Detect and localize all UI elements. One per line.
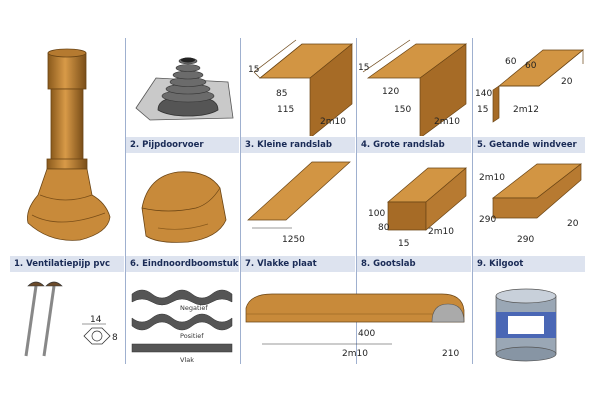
dim-label: 8 xyxy=(112,333,118,343)
dim-label: 2m10 xyxy=(320,117,346,127)
dim-label: 20 xyxy=(561,77,573,87)
kleine-randslab-illustration: 15 85 115 2m10 xyxy=(248,39,353,136)
caption-gootslab: 8. Gootslab xyxy=(357,256,471,272)
dim-label: 2m10 xyxy=(479,173,505,183)
dim-label: 140 xyxy=(475,89,492,99)
dim-label: 210 xyxy=(442,349,459,359)
dim-label: 400 xyxy=(358,329,375,339)
dim-label: 2m10 xyxy=(434,117,460,127)
caption-kleine-randslab: 3. Kleine randslab xyxy=(241,137,355,153)
ventilatiepijp-illustration xyxy=(27,48,111,241)
screws-illustration: 14 8 xyxy=(24,281,118,357)
caption-ventilatiepijp: 1. Ventilatiepijp pvc xyxy=(10,256,124,272)
eindnoordboomstuk-illustration xyxy=(141,171,227,243)
caption-eindnoordboomstuk: 6. Eindnoordboomstuk xyxy=(126,256,239,272)
pijpdoorvoer-illustration xyxy=(135,57,234,121)
divider xyxy=(125,38,126,364)
getande-windveer-illustration: 60 60 20 140 15 2m12 xyxy=(475,49,584,123)
dim-label: 15 xyxy=(248,65,259,75)
dim-label: 290 xyxy=(517,235,534,245)
dim-label: 2m10 xyxy=(428,227,454,237)
kit-can-illustration xyxy=(495,288,557,362)
dim-label: 15 xyxy=(358,63,369,73)
caption-getande-windveer: 5. Getande windveer xyxy=(473,137,585,153)
dim-label: 20 xyxy=(567,219,579,229)
gootslab-illustration: 100 80 15 2m10 xyxy=(368,167,467,249)
dim-label: 60 xyxy=(525,61,537,71)
dim-label: 80 xyxy=(378,223,390,233)
dim-label: 2m12 xyxy=(513,105,539,115)
dim-label: 15 xyxy=(398,239,409,249)
dim-label: 60 xyxy=(505,57,517,67)
dim-label: 14 xyxy=(90,315,102,325)
profile-label: Positief xyxy=(180,332,204,340)
dim-label: 15 xyxy=(477,105,488,115)
grote-randslab-illustration: 15 120 150 2m10 xyxy=(358,39,468,136)
dim-label: 150 xyxy=(394,105,411,115)
profile-label: Negatief xyxy=(180,304,208,312)
kilgoot-illustration: 2m10 290 290 20 xyxy=(479,163,583,245)
divider xyxy=(240,38,241,364)
dim-label: 120 xyxy=(382,87,399,97)
caption-grote-randslab: 4. Grote randslab xyxy=(357,137,471,153)
ridge-illustration: 2m10 400 210 xyxy=(245,293,465,359)
divider xyxy=(356,38,357,364)
divider xyxy=(472,38,473,364)
dim-label: 1250 xyxy=(282,235,305,245)
profile-label: Vlak xyxy=(180,356,194,364)
dim-label: 2m10 xyxy=(342,349,368,359)
profiles-illustration: Negatief Positief Vlak xyxy=(131,289,233,364)
caption-vlakke-plaat: 7. Vlakke plaat xyxy=(241,256,355,272)
caption-pijpdoorvoer: 2. Pijpdoorvoer xyxy=(126,137,239,153)
dim-label: 115 xyxy=(277,105,294,115)
vlakke-plaat-illustration: 1250 xyxy=(247,161,351,245)
dim-label: 100 xyxy=(368,209,385,219)
dim-label: 85 xyxy=(276,89,287,99)
dim-label: 290 xyxy=(479,215,496,225)
caption-kilgoot: 9. Kilgoot xyxy=(473,256,585,272)
